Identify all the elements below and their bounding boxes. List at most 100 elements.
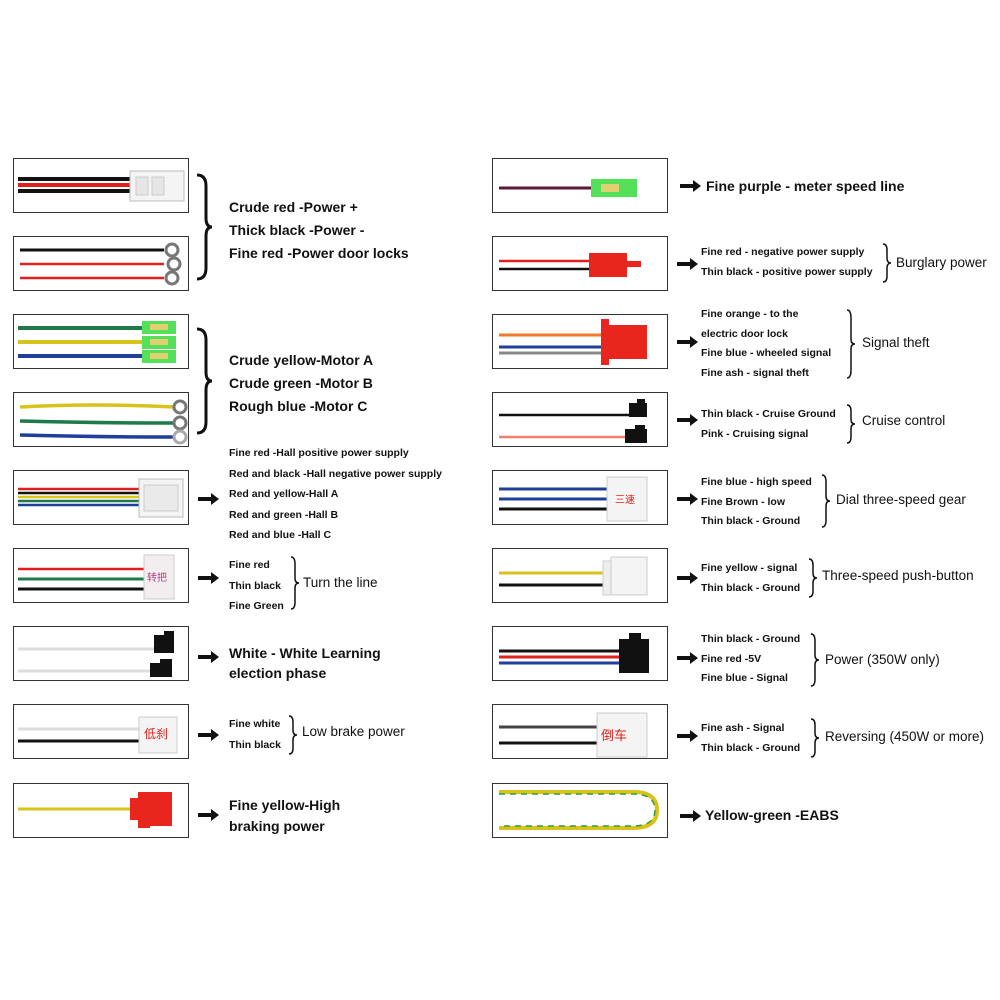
- low-brake-label-2: Thin black: [229, 738, 281, 751]
- burglary-label-1: Fine red - negative power supply: [701, 246, 865, 258]
- burglary-connector-illustration: [499, 253, 641, 277]
- power350-labels: Thin black - Ground Fine red -5V Fine bl…: [701, 630, 800, 689]
- push-arrow-icon: [677, 572, 698, 584]
- reversing-connector-box: 倒车: [492, 704, 668, 759]
- signal-theft-labels: Fine orange - to the electric door lock …: [701, 305, 831, 383]
- hall-label-1: Fine red -Hall positive power supply: [229, 447, 409, 459]
- push-connector-box: [492, 548, 668, 603]
- reversing-label-1: Fine ash - Signal: [701, 722, 785, 734]
- cruise-arrow-icon: [677, 414, 698, 426]
- motor-ring-box: [13, 392, 189, 447]
- power350-label-3: Fine blue - Signal: [701, 672, 788, 684]
- motor-connector-box: [13, 314, 189, 369]
- meter-arrow-icon: [680, 180, 701, 192]
- motor-group-labels: Crude yellow-Motor A Crude green -Motor …: [229, 349, 373, 418]
- burglary-title: Burglary power: [896, 255, 987, 270]
- burglary-label-2: Thin black - positive power supply: [701, 266, 873, 278]
- reversing-arrow-icon: [677, 730, 698, 742]
- hall-label-5: Red and blue -Hall C: [229, 529, 332, 541]
- dial-connector-illustration: [499, 476, 648, 522]
- dial-brace: [821, 474, 831, 528]
- turn-connector-box: 转把: [13, 548, 189, 603]
- power-group-brace: [196, 173, 213, 281]
- burglary-labels: Fine red - negative power supply Thin bl…: [701, 242, 873, 282]
- dial-label-3: Thin black - Ground: [701, 515, 801, 527]
- low-brake-connector-box: 低刹: [13, 704, 189, 759]
- learning-connector-illustration: [18, 631, 174, 677]
- turn-connector-text: 转把: [147, 573, 167, 584]
- power-label-3: Fine red -Power door locks: [229, 245, 409, 261]
- learning-label-1: White - White Learning: [229, 645, 381, 661]
- motor-label-b: Crude green -Motor B: [229, 375, 373, 391]
- hall-connector-illustration: [18, 478, 184, 518]
- high-brake-arrow-icon: [198, 809, 219, 821]
- dial-labels: Fine blue - high speed Fine Brown - low …: [701, 473, 812, 532]
- signal-theft-brace: [846, 309, 856, 379]
- reversing-labels: Fine ash - Signal Thin black - Ground: [701, 719, 800, 758]
- power350-arrow-icon: [677, 652, 698, 664]
- signal-theft-label-1: Fine orange - to the: [701, 308, 799, 320]
- dial-label-2: Fine Brown - low: [701, 495, 785, 508]
- low-brake-labels: Fine white Thin black: [229, 714, 281, 755]
- signal-theft-connector-illustration: [499, 319, 647, 365]
- hall-connector-box: [13, 470, 189, 525]
- learning-labels: White - White Learning election phase: [229, 643, 381, 683]
- turn-arrow-icon: [198, 572, 219, 584]
- cruise-connector-illustration: [499, 399, 647, 443]
- low-brake-connector-illustration: [18, 716, 178, 754]
- power350-connector-illustration: [499, 633, 649, 673]
- eabs-arrow-icon: [680, 810, 701, 822]
- power-connector-box: [13, 158, 189, 213]
- dial-connector-box: 三速: [492, 470, 668, 525]
- hall-label-2: Red and black -Hall negative power suppl…: [229, 467, 442, 480]
- motor-ring-illustration: [19, 399, 188, 445]
- reversing-brace: [810, 718, 820, 758]
- cruise-connector-box: [492, 392, 668, 447]
- meter-connector-illustration: [499, 179, 637, 197]
- cruise-brace: [846, 404, 856, 444]
- push-title: Three-speed push-button: [822, 568, 974, 583]
- high-brake-connector-illustration: [18, 792, 172, 828]
- reversing-label-2: Thin black - Ground: [701, 741, 801, 754]
- low-brake-arrow-icon: [198, 729, 219, 741]
- high-brake-labels: Fine yellow-High braking power: [229, 795, 340, 837]
- dial-connector-text: 三速: [615, 495, 635, 506]
- turn-title: Turn the line: [303, 575, 378, 590]
- turn-connector-illustration: [18, 554, 175, 600]
- ring-terminal-box: [13, 236, 189, 291]
- power-connector-illustration: [18, 170, 185, 202]
- learning-label-2: election phase: [229, 665, 327, 681]
- burglary-connector-box: [492, 236, 668, 291]
- power350-brace: [810, 633, 820, 687]
- power350-label-2: Fine red -5V: [701, 652, 762, 665]
- cruise-title: Cruise control: [862, 413, 946, 428]
- power-label-2: Thick black -Power -: [229, 222, 365, 238]
- reversing-connector-illustration: [499, 712, 648, 758]
- motor-group-brace: [196, 327, 213, 435]
- dial-arrow-icon: [677, 493, 698, 505]
- high-brake-label-1: Fine yellow-High: [229, 797, 341, 813]
- meter-connector-box: [492, 158, 668, 213]
- motor-label-a: Crude yellow-Motor A: [229, 352, 374, 368]
- burglary-arrow-icon: [677, 258, 698, 270]
- turn-labels: Fine red Thin black Fine Green: [229, 555, 284, 617]
- eabs-connector-illustration: [499, 790, 660, 830]
- cruise-label-2: Pink - Cruising signal: [701, 428, 809, 440]
- push-label-1: Fine yellow - signal: [701, 562, 798, 574]
- power350-label-1: Thin black - Ground: [701, 633, 801, 645]
- reversing-title: Reversing (450W or more): [825, 729, 985, 744]
- push-labels: Fine yellow - signal Thin black - Ground: [701, 558, 800, 598]
- signal-theft-title: Signal theft: [862, 335, 930, 350]
- hall-label-4: Red and green -Hall B: [229, 508, 339, 521]
- eabs-label: Yellow-green -EABS: [705, 807, 839, 823]
- high-brake-connector-box: [13, 783, 189, 838]
- hall-arrow-icon: [198, 493, 219, 505]
- power350-title: Power (350W only): [825, 652, 940, 667]
- learning-connector-box: [13, 626, 189, 681]
- signal-theft-label-3: Fine blue - wheeled signal: [701, 347, 832, 359]
- low-brake-brace: [288, 715, 298, 755]
- meter-label: Fine purple - meter speed line: [706, 178, 905, 194]
- power-group-labels: Crude red -Power + Thick black -Power - …: [229, 196, 409, 265]
- cruise-labels: Thin black - Cruise Ground Pink - Cruisi…: [701, 404, 836, 444]
- hall-labels: Fine red -Hall positive power supply Red…: [229, 443, 442, 546]
